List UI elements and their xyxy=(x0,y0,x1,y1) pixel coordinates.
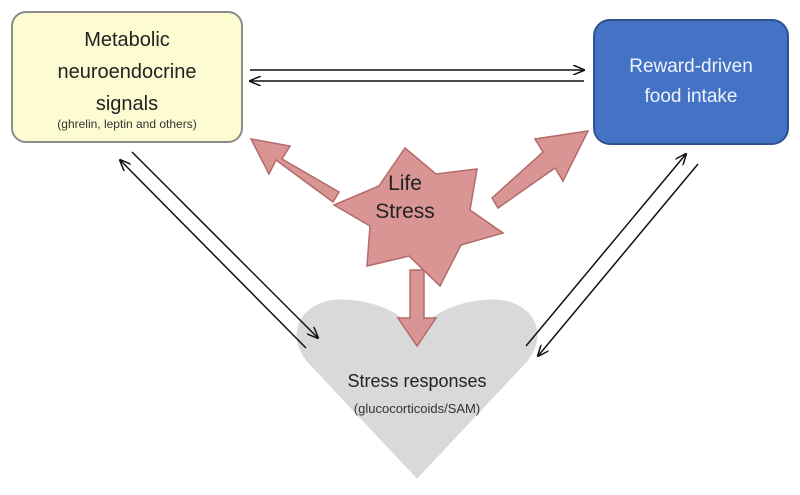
metabolic-title-line-2: neuroendocrine xyxy=(57,61,197,83)
metabolic-signals-subtitle: (ghrelin, leptin and others) xyxy=(57,117,197,131)
life-stress-title: Life Stress xyxy=(338,170,472,226)
life-stress-to-metabolic-arrow xyxy=(249,137,341,204)
life-stress-to-reward-arrow xyxy=(491,130,590,210)
metabolic-title-line-3: signals xyxy=(95,93,159,115)
reward-food-intake-box xyxy=(593,19,789,145)
reward-stress-link xyxy=(525,154,699,356)
life-stress-to-stress-responses-arrow xyxy=(396,269,438,348)
metabolic-signals-title: Metabolic neuroendocrine signals xyxy=(14,24,240,120)
reward-food-intake-title: Reward-driven food intake xyxy=(594,52,788,112)
stress-responses-subtitle: (glucocorticoids/SAM) xyxy=(353,401,481,416)
life-stress-line-1: Life xyxy=(388,172,422,195)
arrow-to-reward-diag xyxy=(525,154,686,347)
arrow-to-stress-responses-right xyxy=(538,163,699,356)
arrow-to-stress-responses-left xyxy=(131,151,318,338)
metabolic-stress-link xyxy=(120,151,318,349)
reward-title-line-1: Reward-driven xyxy=(629,56,753,77)
stress-responses-title: Stress responses xyxy=(347,371,487,391)
metabolic-reward-link xyxy=(250,70,584,81)
metabolic-title-line-1: Metabolic xyxy=(84,29,170,51)
reward-title-line-2: food intake xyxy=(644,86,738,107)
life-stress-line-2: Stress xyxy=(375,200,435,223)
life-stress-star xyxy=(332,146,505,288)
metabolic-signals-box xyxy=(11,11,243,143)
arrow-to-metabolic-diag xyxy=(120,160,307,349)
